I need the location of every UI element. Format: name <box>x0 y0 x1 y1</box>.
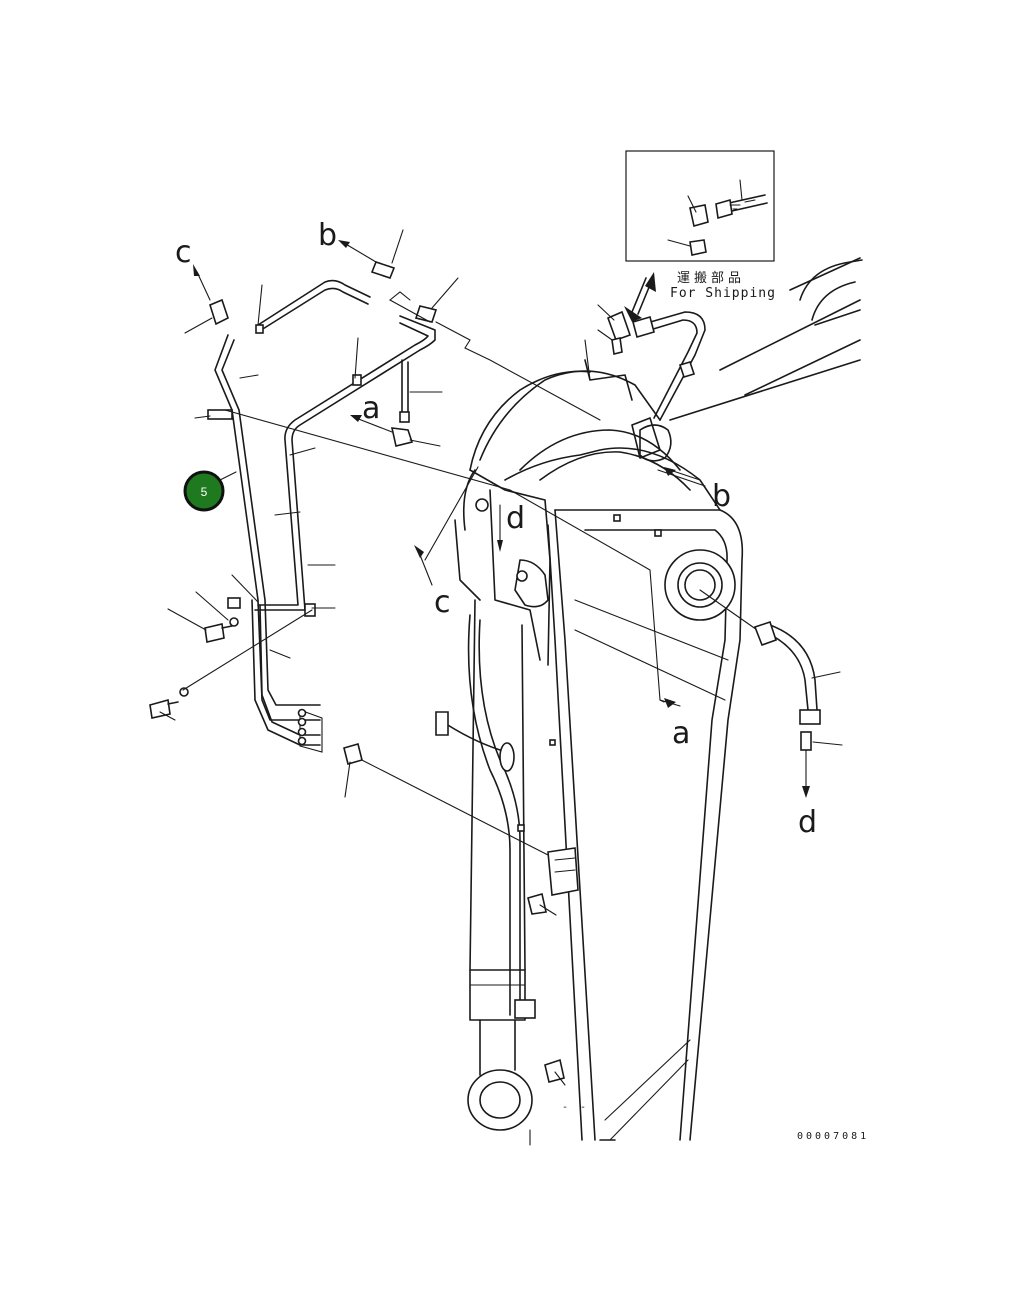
callout-circle[interactable] <box>183 470 225 512</box>
reference-letters: c b a c d b a d <box>175 218 817 840</box>
part-callout-5[interactable]: 5 <box>183 470 225 512</box>
shipping-inset <box>625 150 775 262</box>
ref-label-d-right: d <box>798 805 817 840</box>
shipping-label-japanese: 運搬部品 <box>677 271 745 286</box>
reference-arrows <box>193 240 810 798</box>
ref-label-d-mid: d <box>506 501 525 536</box>
ref-label-a-bottom: a <box>672 716 690 751</box>
ref-label-b-top: b <box>318 218 337 253</box>
drawing-code: 00007081 <box>797 1131 869 1142</box>
hydraulic-piping <box>149 261 579 1083</box>
dash-mark: - - <box>562 1102 589 1113</box>
leader-lines <box>159 229 843 1086</box>
ref-label-c-top: c <box>175 235 192 270</box>
callout-number[interactable]: 5 <box>201 485 208 499</box>
ref-label-a-top: a <box>362 391 380 426</box>
ref-label-b-right: b <box>712 479 731 514</box>
boom-structure <box>435 257 863 1146</box>
ref-label-c-mid: c <box>434 585 451 620</box>
shipping-label-english: For Shipping <box>670 286 776 301</box>
